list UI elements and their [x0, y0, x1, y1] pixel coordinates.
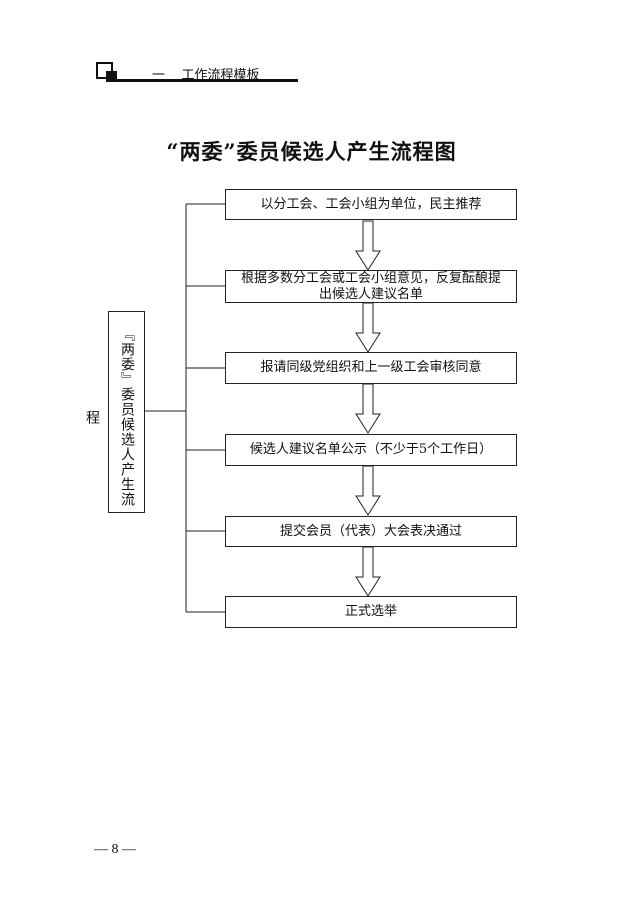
step-box-3: 报请同级党组织和上一级工会审核同意: [225, 352, 517, 384]
down-arrow-icon: [355, 546, 381, 597]
step-text-6: 正式选举: [344, 604, 397, 619]
process-label-box: 『两委』委员候选人产生流程: [84, 311, 145, 513]
down-arrow-icon: [355, 383, 381, 434]
down-arrow-icon: [355, 220, 381, 271]
step-box-6: 正式选举: [225, 596, 517, 628]
step-box-5: 提交会员（代表）大会表决通过: [225, 516, 517, 547]
header-square-fill: [106, 71, 117, 82]
step-box-4: 候选人建议名单公示（不少于5个工作日）: [225, 434, 517, 466]
down-arrow-icon: [355, 302, 381, 353]
step-box-1: 以分工会、工会小组为单位，民主推荐: [225, 189, 517, 220]
step-text-3: 报请同级党组织和上一级工会审核同意: [260, 360, 482, 375]
page-number: — 8 —: [94, 842, 136, 857]
header-rule: [113, 79, 298, 82]
down-arrow-icon: [355, 465, 381, 516]
section-title: 一 工作流程模板: [152, 68, 260, 83]
step-text-4: 候选人建议名单公示（不少于5个工作日）: [249, 442, 493, 457]
step-text-5: 提交会员（代表）大会表决通过: [279, 523, 462, 539]
process-label: 『两委』委员候选人产生流程: [84, 327, 135, 507]
step-box-2: 根据多数分工会或工会小组意见，反复酝酿提出候选人建议名单: [225, 270, 517, 303]
page-title: “两委”委员候选人产生流程图: [166, 139, 457, 164]
step-text-1: 以分工会、工会小组为单位，民主推荐: [260, 196, 482, 212]
step-text-2: 根据多数分工会或工会小组意见，反复酝酿提出候选人建议名单: [240, 270, 501, 302]
